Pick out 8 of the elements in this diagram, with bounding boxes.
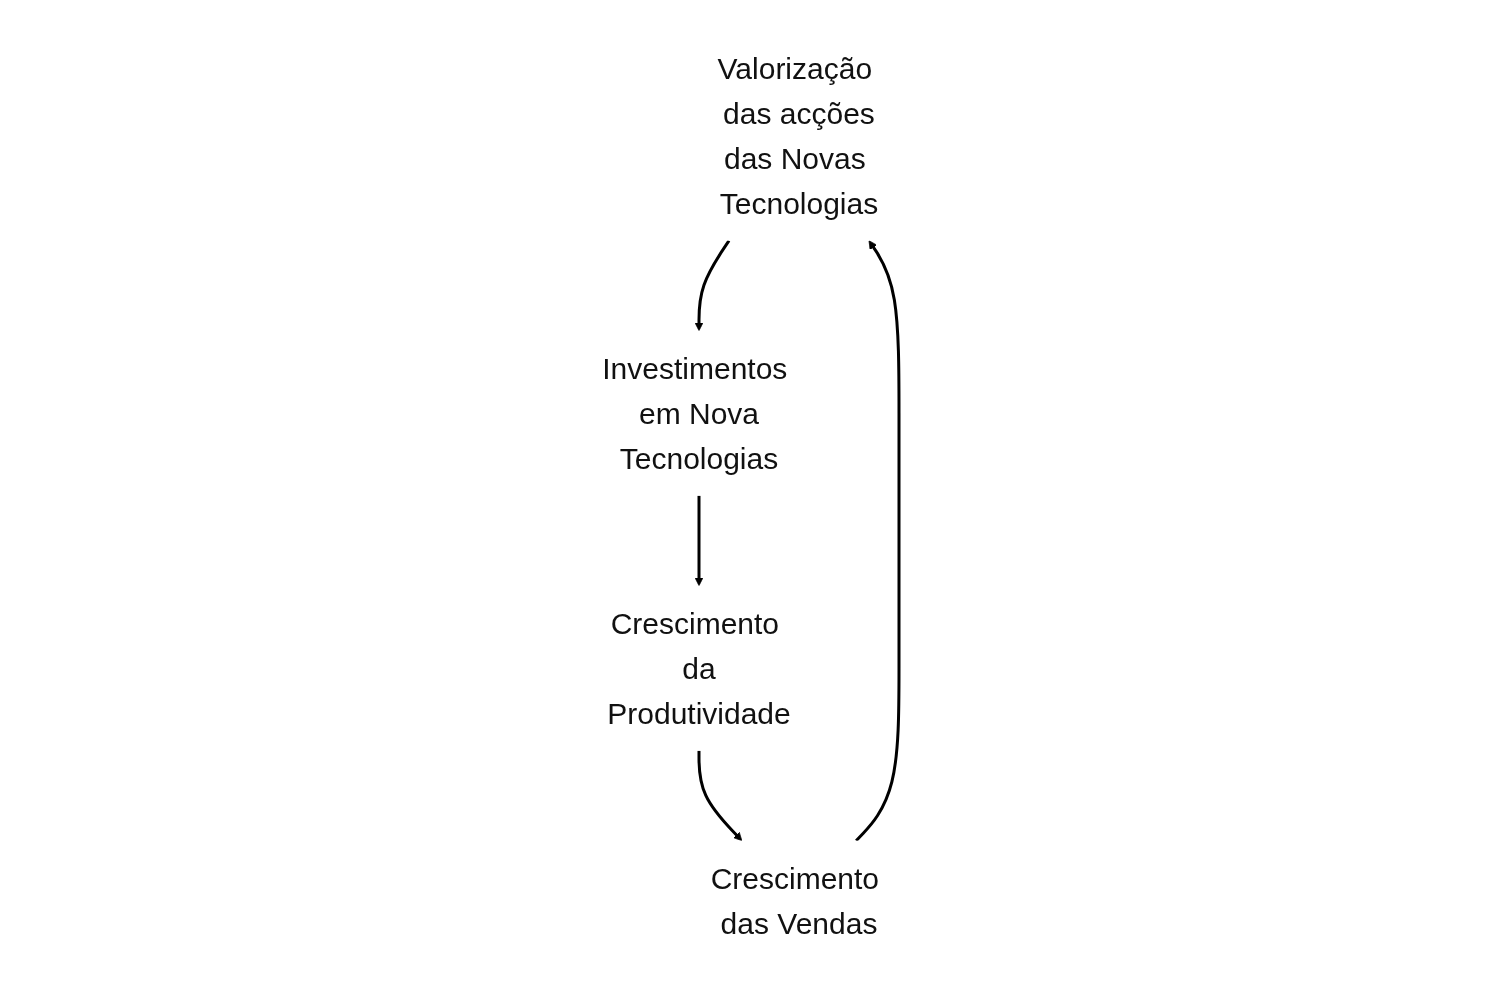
arrow — [855, 240, 901, 842]
arrow — [694, 239, 731, 331]
node-text: Valorização das acções das Novas Tecnologias — [717, 51, 879, 220]
arrow — [697, 750, 743, 841]
node-text: Investimentos em Nova Tecnologias — [602, 351, 788, 475]
arrow — [694, 495, 704, 586]
node-text: Crescimento das Vendas — [710, 861, 880, 940]
node-text: Crescimento da Produtividade — [607, 606, 791, 730]
